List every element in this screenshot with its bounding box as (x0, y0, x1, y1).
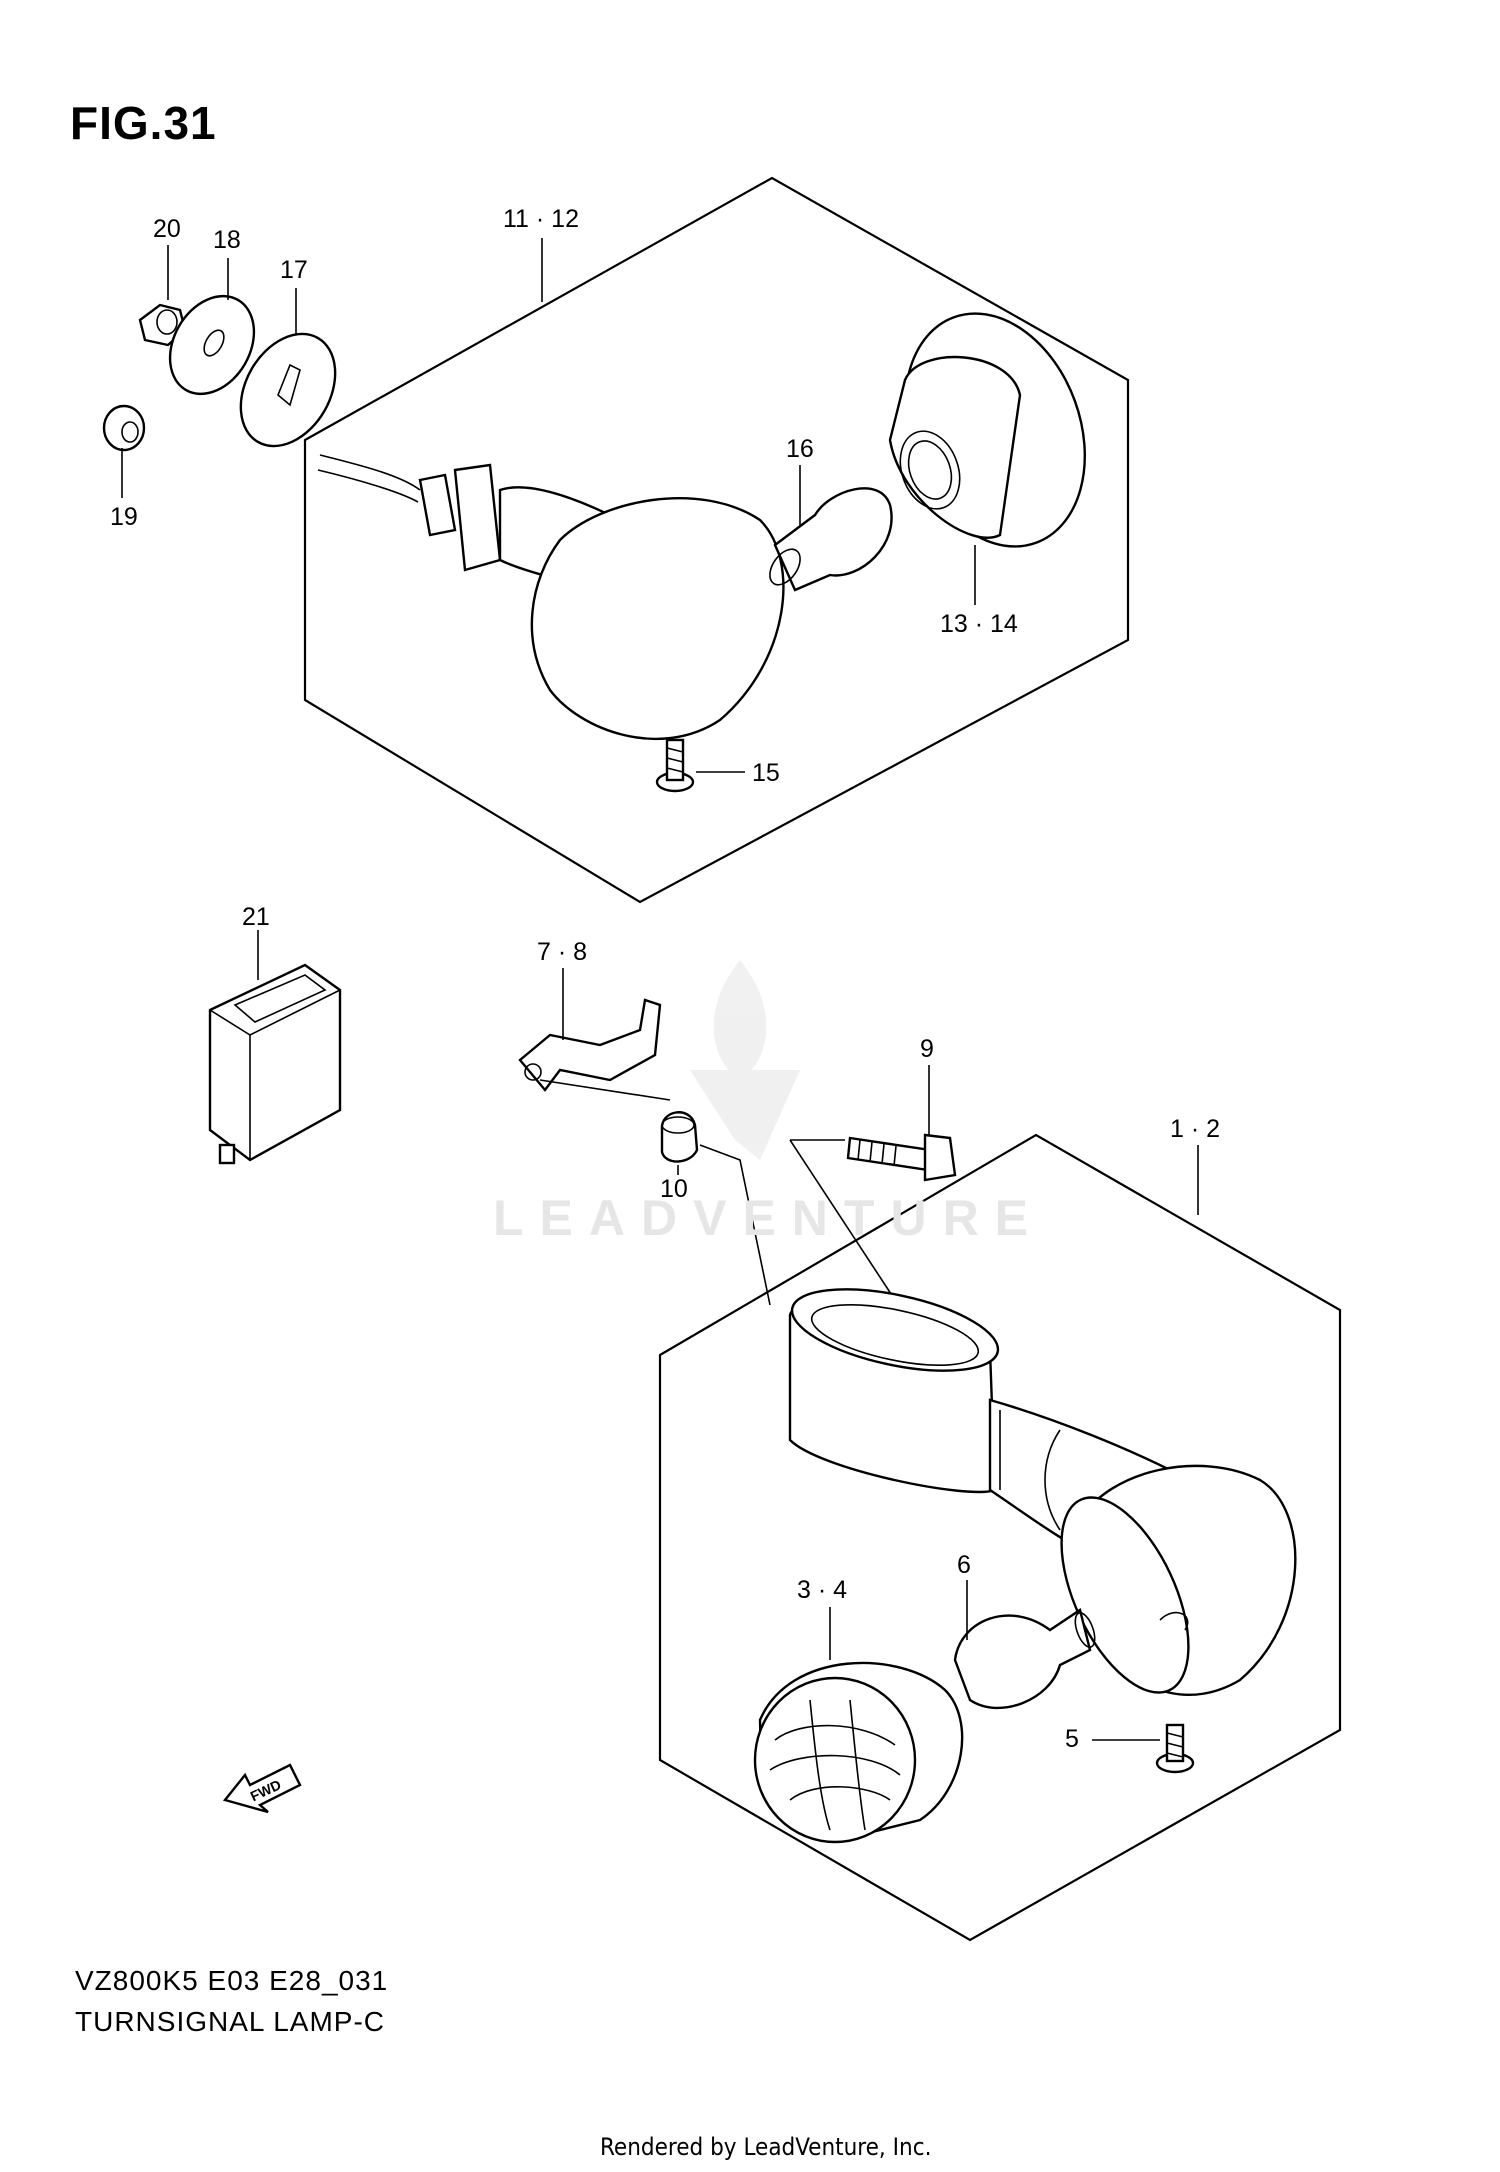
lower-assembly-outline (658, 1133, 1342, 1942)
part-13-14-lens (888, 312, 1087, 548)
part-15-screw (655, 738, 695, 793)
model-code: VZ800K5 E03 E28_031 (75, 1965, 389, 1996)
section-name: TURNSIGNAL LAMP-C (75, 2006, 386, 2037)
fwd-arrow-icon: FWD (222, 1763, 302, 1814)
part-3-4-lens (753, 1661, 964, 1844)
callout-15: 15 (752, 759, 780, 787)
callout-5: 5 (1065, 1725, 1079, 1753)
callout-20: 20 (153, 215, 181, 243)
part-6-bulb (953, 1608, 1096, 1710)
watermark-logo (690, 960, 800, 1160)
callout-6: 6 (957, 1551, 971, 1579)
callout-13-14: 13 · 14 (940, 610, 1018, 638)
part-5-screw (1155, 1723, 1195, 1774)
part-17-washer (239, 332, 337, 448)
part-11-12-lamp-body (317, 454, 785, 741)
part-18-washer (168, 294, 256, 396)
part-7-8-bracket (518, 998, 662, 1092)
figure-title: FIG.31 (70, 97, 217, 149)
callout-16: 16 (786, 435, 814, 463)
callout-18: 18 (213, 226, 241, 254)
callout-9: 9 (920, 1035, 934, 1063)
callout-11-12: 11 · 12 (503, 205, 579, 233)
watermark-text: LEADVENTURE (493, 1190, 1045, 1246)
part-9-bolt (846, 1133, 957, 1182)
callout-19: 19 (110, 503, 138, 531)
leader-lines (539, 1079, 896, 1306)
callout-leaders (121, 238, 1199, 1741)
part-21-relay (208, 963, 342, 1165)
callout-3-4: 3 · 4 (797, 1576, 848, 1604)
part-1-2-lamp-housing (788, 1288, 1297, 1696)
callout-7-8: 7 · 8 (537, 938, 588, 966)
callout-1-2: 1 · 2 (1170, 1115, 1221, 1143)
callout-17: 17 (280, 256, 308, 284)
rendered-by-credit: Rendered by LeadVenture, Inc. (600, 2133, 932, 2161)
part-16-bulb (769, 487, 893, 592)
part-10-collar (660, 1111, 699, 1163)
upper-assembly-outline (303, 176, 1130, 904)
part-19-grommet (102, 404, 146, 452)
callout-21: 21 (242, 903, 270, 931)
callout-10: 10 (660, 1175, 688, 1203)
